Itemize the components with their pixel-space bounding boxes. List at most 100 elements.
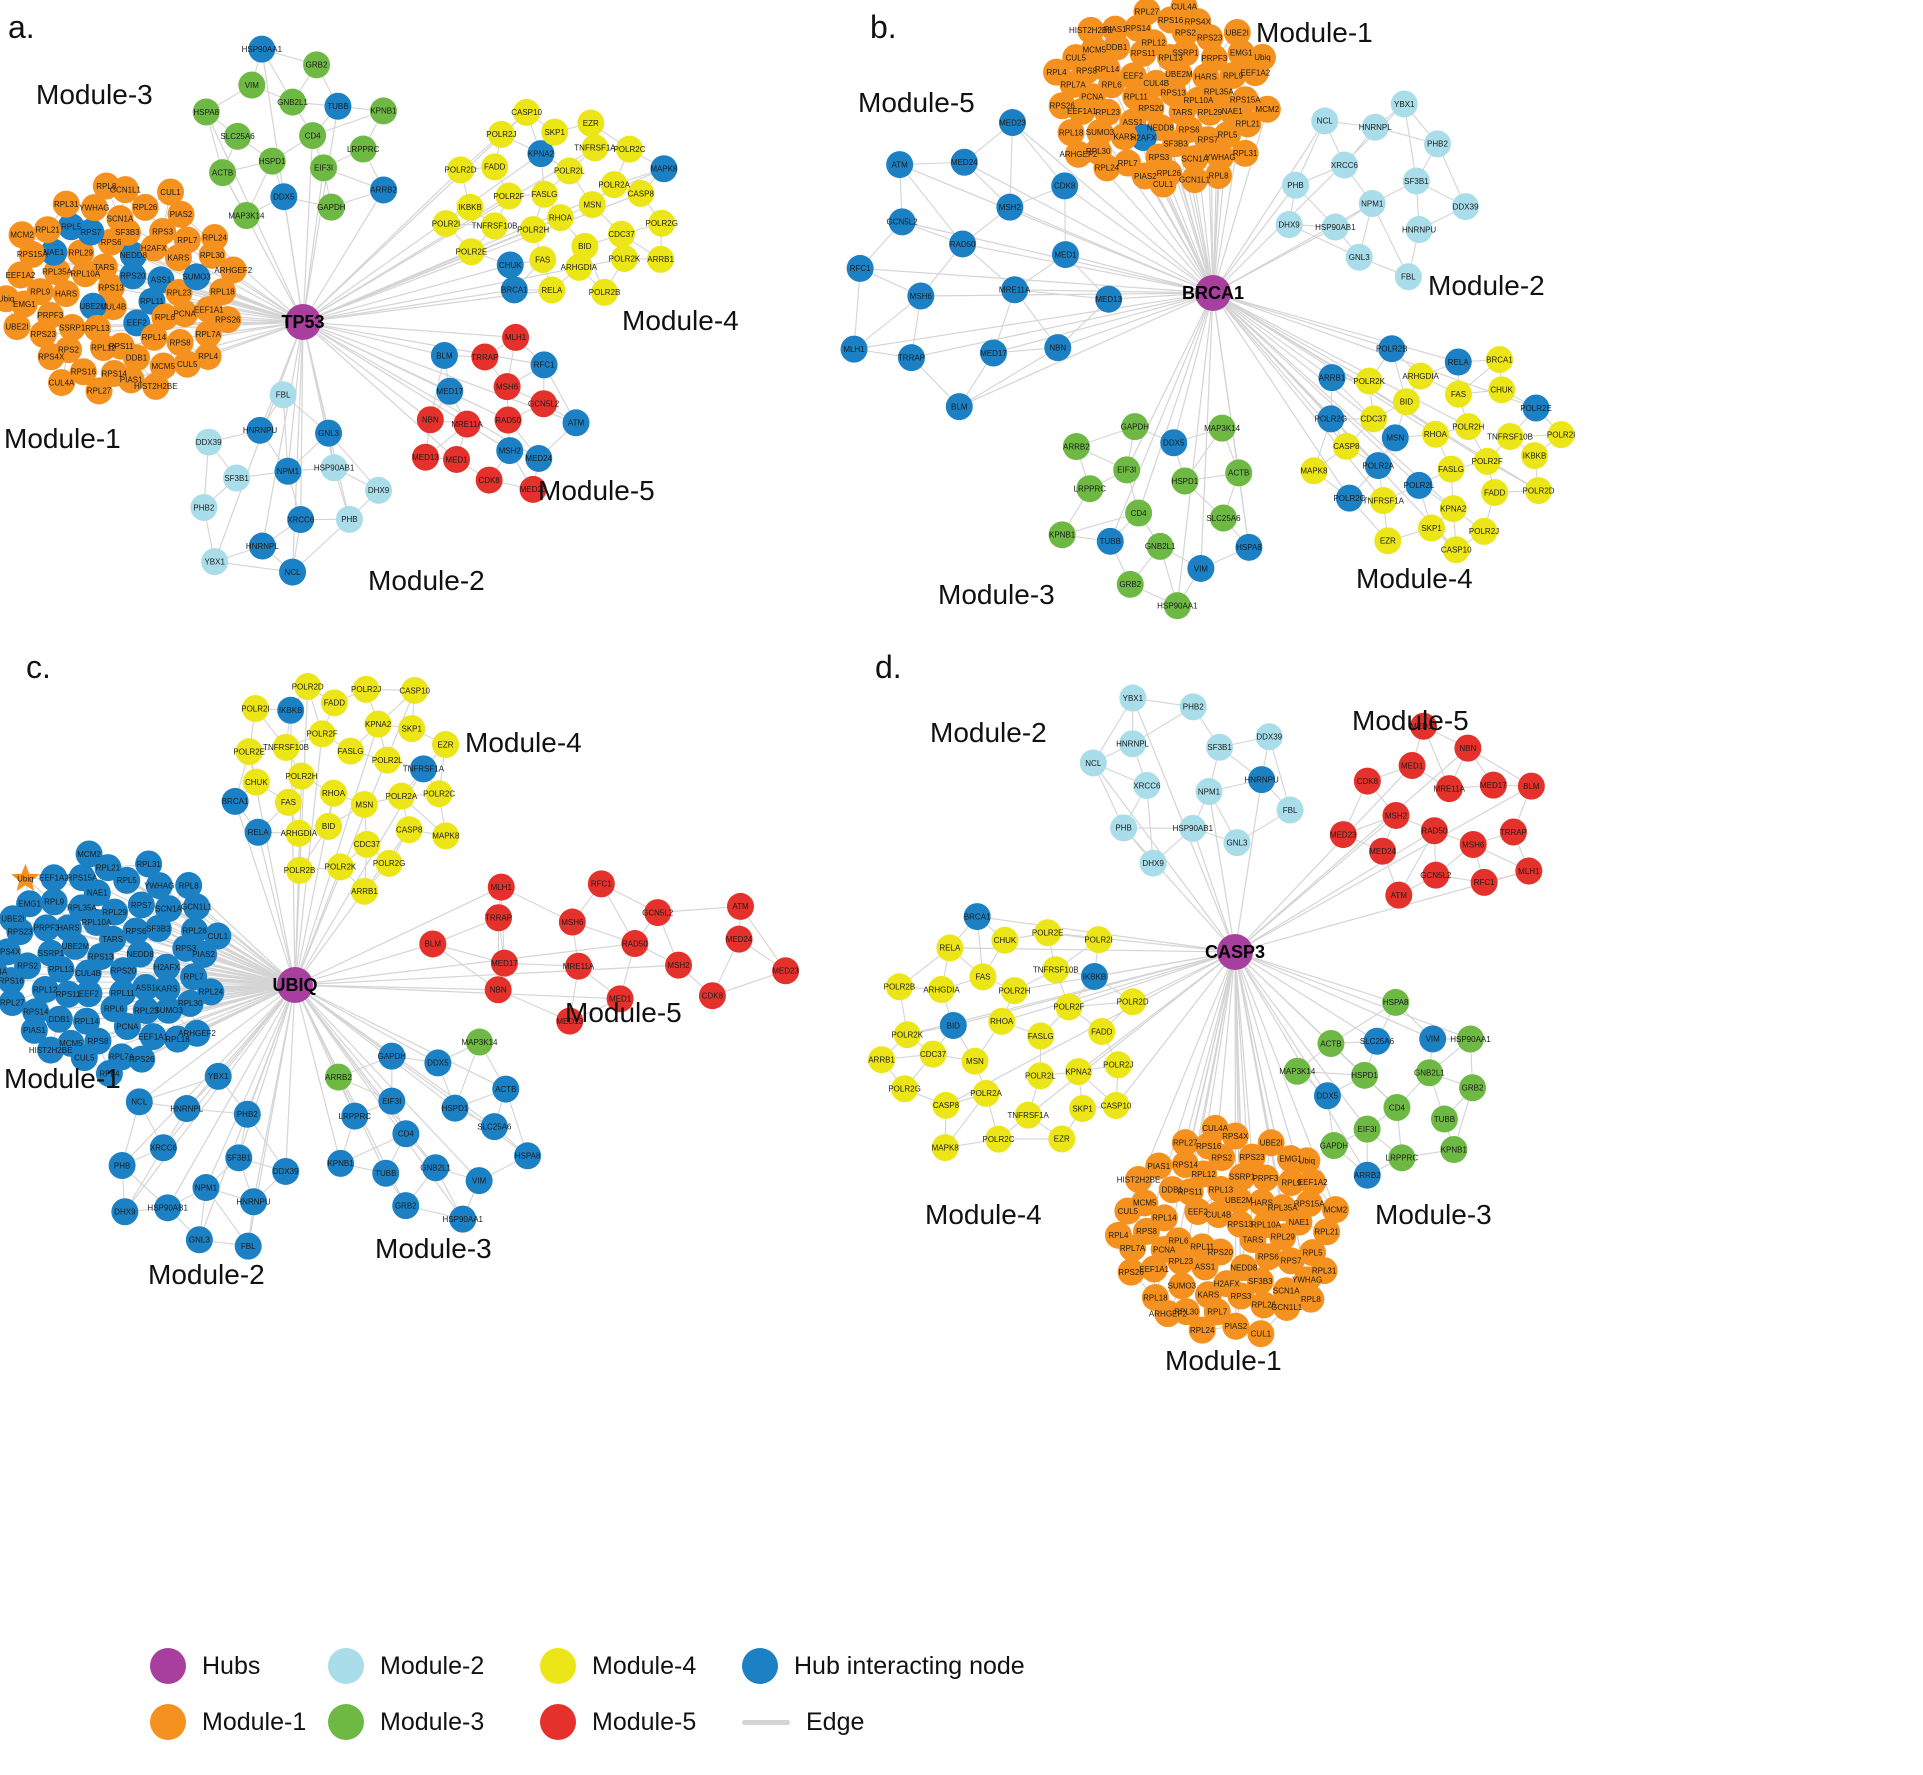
hub-edge (302, 321, 330, 434)
gene-label-SF3B3: SF3B3 (1163, 139, 1188, 148)
node-ARHGDIA (285, 819, 313, 847)
module-label: Module-4 (1356, 563, 1473, 594)
node-RELA (936, 934, 964, 962)
node-PHB2 (233, 1100, 261, 1128)
node-RPL27 (1171, 1129, 1199, 1157)
node-MED23 (998, 109, 1026, 137)
node-RPL12 (31, 976, 59, 1004)
gene-label-RHOA: RHOA (549, 213, 573, 222)
gene-label-SCN1A: SCN1A (1273, 1287, 1300, 1296)
gene-label-RPL14: RPL14 (1095, 65, 1120, 74)
gene-label-EMG1: EMG1 (1279, 1154, 1302, 1163)
gene-label-CUL4A: CUL4A (0, 968, 8, 977)
hub-edge (1212, 292, 1333, 379)
gene-label-SCN1A: SCN1A (155, 904, 182, 913)
gene-label-ARRB1: ARRB1 (1319, 373, 1346, 382)
node-ACTB (209, 159, 237, 187)
gene-label-DHX9: DHX9 (1278, 220, 1300, 229)
node-CUL5 (1062, 44, 1090, 72)
node-CDC37 (1360, 405, 1388, 433)
gene-label-BLM: BLM (425, 940, 442, 949)
gene-label-NCL: NCL (131, 1098, 148, 1107)
gene-label-RPL12: RPL12 (1141, 39, 1166, 48)
gene-label-RPL26: RPL26 (133, 203, 158, 212)
node-MAPK8 (432, 822, 460, 850)
gene-label-BID: BID (322, 822, 336, 831)
node-DDX5 (1313, 1082, 1341, 1110)
node-MED24 (950, 148, 978, 176)
node-HNRNPU (1248, 766, 1276, 794)
gene-label-RPL29: RPL29 (102, 908, 127, 917)
node-FADD (1088, 1018, 1116, 1046)
hub-edge (302, 264, 511, 323)
gene-label-RPL23: RPL23 (1169, 1257, 1194, 1266)
gene-label-GAPDH: GAPDH (1320, 1141, 1349, 1150)
node-ARRB2 (370, 176, 398, 204)
gene-label-ARRB2: ARRB2 (1354, 1171, 1381, 1180)
gene-label-DHX9: DHX9 (114, 1208, 136, 1217)
node-YWHAG (80, 194, 108, 222)
gene-label-NPM1: NPM1 (1198, 787, 1221, 796)
gene-label-CUL5: CUL5 (1066, 53, 1087, 62)
node-LRPPRC (341, 1102, 369, 1130)
node-ARHGEF2 (219, 256, 247, 284)
gene-label-MED13: MED13 (556, 1017, 583, 1026)
gene-label-RPL8: RPL8 (179, 881, 200, 890)
node-GCN5L2 (888, 208, 916, 236)
gene-label-LRPPRC: LRPPRC (347, 145, 380, 154)
node-XRCC6 (1330, 151, 1358, 179)
gene-label-EEF1A1: EEF1A1 (1139, 1265, 1169, 1274)
node-POLR2G (648, 209, 676, 237)
gene-label-GNB2L1: GNB2L1 (277, 98, 308, 107)
node-EEF1A2 (40, 864, 68, 892)
gene-label-GAPDH: GAPDH (378, 1052, 407, 1061)
node-RPL26 (181, 917, 209, 945)
node-NPM1 (274, 457, 302, 485)
gene-label-GRB2: GRB2 (306, 61, 328, 70)
node-EEF1A2 (1299, 1168, 1327, 1196)
gene-label-MSH6: MSH6 (496, 382, 519, 391)
gene-label-RPL21: RPL21 (1314, 1228, 1339, 1237)
gene-label-TUBB: TUBB (1434, 1115, 1455, 1124)
gene-label-RPL4: RPL4 (198, 352, 219, 361)
node-EMG1 (1227, 39, 1255, 67)
gene-label-POLR2J: POLR2J (1469, 527, 1499, 536)
node-MED1 (443, 445, 471, 473)
gene-label-RHOA: RHOA (990, 1017, 1014, 1026)
node-RPL24 (1188, 1316, 1216, 1344)
node-HNRNPU (246, 416, 274, 444)
gene-label-EMG1: EMG1 (18, 900, 41, 909)
gene-label-POLR2H: POLR2H (285, 772, 317, 781)
node-RPS3 (1227, 1282, 1255, 1310)
gene-label-MCM2: MCM2 (1324, 1205, 1348, 1214)
node-POLR2D (447, 156, 475, 184)
gene-label-MSH2: MSH2 (999, 203, 1022, 212)
gene-label-RPL14: RPL14 (142, 333, 167, 342)
node-HSP90AA1 (1163, 592, 1191, 620)
node-RPL4 (194, 342, 222, 370)
node-CASP8 (932, 1091, 960, 1119)
gene-label-TNFRSF10B: TNFRSF10B (263, 743, 309, 752)
gene-label-GRB2: GRB2 (395, 1201, 417, 1210)
node-POLR2G (891, 1075, 919, 1103)
node-MCM2 (1321, 1196, 1349, 1224)
hub-label: CASP3 (1205, 942, 1265, 962)
node-POLR2E (457, 238, 485, 266)
gene-label-RPS14: RPS14 (1173, 1160, 1199, 1169)
gene-label-MLH1: MLH1 (491, 883, 513, 892)
node-HIST2H2BE (37, 1036, 65, 1064)
node-CUL1 (157, 178, 185, 206)
node-MED1 (1051, 241, 1079, 269)
gene-label-SF3B1: SF3B1 (224, 474, 249, 483)
hub-edge (294, 984, 507, 1090)
gene-label-RPL13: RPL13 (49, 965, 74, 974)
gene-label-MSH6: MSH6 (910, 292, 933, 301)
gene-label-RPL13: RPL13 (1209, 1185, 1234, 1194)
gene-label-RPL23: RPL23 (134, 1006, 159, 1015)
node-RPL29 (1196, 98, 1224, 126)
gene-label-SUMO3: SUMO3 (1168, 1282, 1197, 1291)
legend-item-module1: Module-1 (150, 1704, 328, 1740)
gene-label-RPS13: RPS13 (1227, 1220, 1253, 1229)
gene-label-TARS: TARS (94, 263, 115, 272)
gene-label-NBN: NBN (1459, 744, 1476, 753)
